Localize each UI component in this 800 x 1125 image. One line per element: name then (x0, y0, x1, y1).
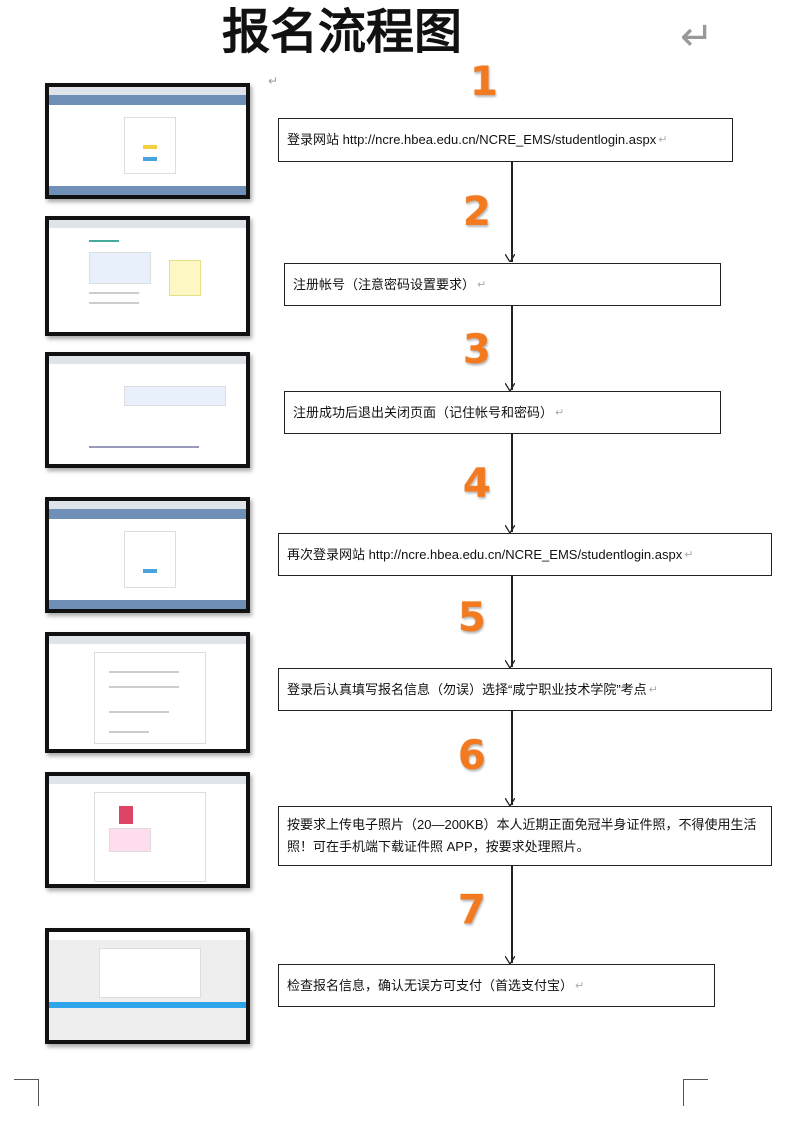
step-number-4: 4 (463, 461, 491, 507)
step-6-text: 按要求上传电子照片（20—200KB）本人近期正面免冠半身证件照，不得使用生活照… (287, 817, 757, 854)
paragraph-mark-icon: ↵ (555, 406, 565, 419)
step-3-text: 注册成功后退出关闭页面（记住帐号和密码） (293, 404, 554, 420)
arrow-down-icon (505, 254, 515, 262)
connector-line (511, 576, 513, 667)
step-1-box: 登录网站 http://ncre.hbea.edu.cn/NCRE_EMS/st… (278, 118, 733, 162)
step-5-box: 登录后认真填写报名信息（勿误）选择“咸宁职业技术学院”考点↵ (278, 668, 772, 711)
step-number-5: 5 (458, 595, 486, 641)
page-corner-mark (14, 1079, 39, 1106)
paragraph-mark-icon: ↵ (680, 14, 714, 60)
connector-line (511, 306, 513, 390)
step-2-box: 注册帐号（注意密码设置要求）↵ (284, 263, 721, 306)
screenshot-register-page (45, 216, 250, 336)
step-number-2: 2 (463, 189, 491, 235)
connector-line (511, 711, 513, 805)
page-title: 报名流程图 (222, 4, 463, 60)
paragraph-mark-icon: ↵ (684, 548, 694, 561)
connector-line (511, 434, 513, 532)
step-7-box: 检查报名信息，确认无误方可支付（首选支付宝）↵ (278, 964, 715, 1007)
arrow-down-icon (505, 660, 515, 668)
step-6-box: 按要求上传电子照片（20—200KB）本人近期正面免冠半身证件照，不得使用生活照… (278, 806, 772, 866)
step-2-text: 注册帐号（注意密码设置要求） (293, 276, 476, 292)
screenshot-register-success (45, 352, 250, 468)
screenshot-login-again (45, 497, 250, 613)
page-corner-mark (683, 1079, 708, 1106)
step-7-text: 检查报名信息，确认无误方可支付（首选支付宝） (287, 977, 574, 993)
step-number-3: 3 (463, 327, 491, 373)
paragraph-mark-icon: ↵ (648, 683, 658, 696)
screenshot-login-page (45, 83, 250, 199)
arrow-down-icon (505, 525, 515, 533)
step-number-1: 1 (470, 59, 498, 105)
paragraph-mark-icon: ↵ (658, 134, 668, 146)
step-3-box: 注册成功后退出关闭页面（记住帐号和密码）↵ (284, 391, 721, 434)
screenshot-registration-form (45, 632, 250, 753)
step-4-box: 再次登录网站 http://ncre.hbea.edu.cn/NCRE_EMS/… (278, 533, 772, 576)
arrow-down-icon (505, 383, 515, 391)
connector-line (511, 162, 513, 262)
paragraph-mark-icon: ↵ (268, 74, 279, 88)
paragraph-mark-icon: ↵ (477, 278, 487, 291)
arrow-down-icon (505, 798, 515, 806)
step-number-7: 7 (458, 887, 486, 933)
step-1-text: 登录网站 http://ncre.hbea.edu.cn/NCRE_EMS/st… (287, 132, 657, 147)
screenshot-photo-upload (45, 772, 250, 888)
step-5-text: 登录后认真填写报名信息（勿误）选择“咸宁职业技术学院”考点 (287, 681, 647, 697)
step-4-text: 再次登录网站 http://ncre.hbea.edu.cn/NCRE_EMS/… (287, 546, 683, 562)
connector-line (511, 866, 513, 963)
paragraph-mark-icon: ↵ (575, 979, 585, 992)
screenshot-payment-page (45, 928, 250, 1044)
step-number-6: 6 (458, 733, 486, 779)
arrow-down-icon (505, 956, 515, 964)
